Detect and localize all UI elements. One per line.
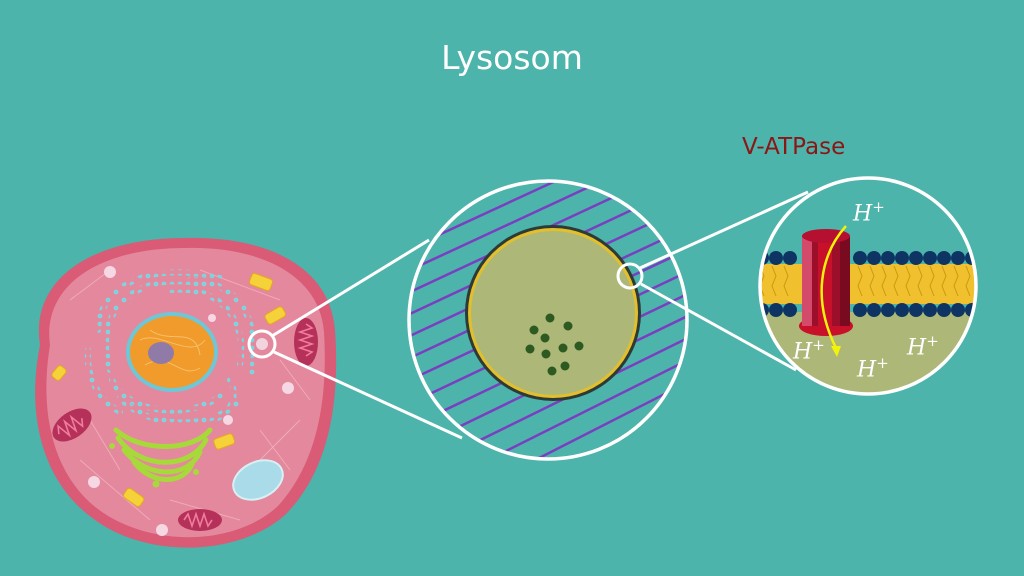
proton-label-lumen-1: H+ (793, 336, 825, 365)
lysosome-highlight (247, 329, 277, 359)
hydrolytic-enzymes (525, 313, 584, 376)
membrane-highlight (616, 262, 644, 290)
v-atpase-pump (799, 229, 853, 336)
zoom-connectors-left (271, 238, 463, 440)
zoom-connectors-right (639, 190, 809, 372)
membrane-zoom (758, 176, 978, 396)
endoplasmic-reticulum (84, 269, 257, 426)
vesicles (88, 266, 294, 536)
lysosome-small (256, 338, 268, 350)
proton-label-cytosol: H+ (853, 198, 885, 227)
proton-label-lumen-2: H+ (857, 354, 889, 383)
golgi-apparatus (109, 427, 213, 488)
lipid-bilayer (760, 251, 976, 317)
nucleolus (148, 342, 174, 364)
peroxisomes (51, 272, 287, 507)
nucleus (126, 312, 218, 392)
v-atpase-label: V-ATPase (742, 134, 846, 160)
vacuole (232, 459, 284, 501)
proton-label-lumen-3: H+ (907, 332, 939, 361)
proton-transport-arrow (820, 225, 847, 357)
mitochondria (52, 318, 318, 531)
animal-cell (35, 237, 337, 548)
lipid-heads-inner (760, 303, 976, 317)
lysosome-lumen (471, 231, 635, 395)
page-title: Lysosom (441, 38, 583, 77)
